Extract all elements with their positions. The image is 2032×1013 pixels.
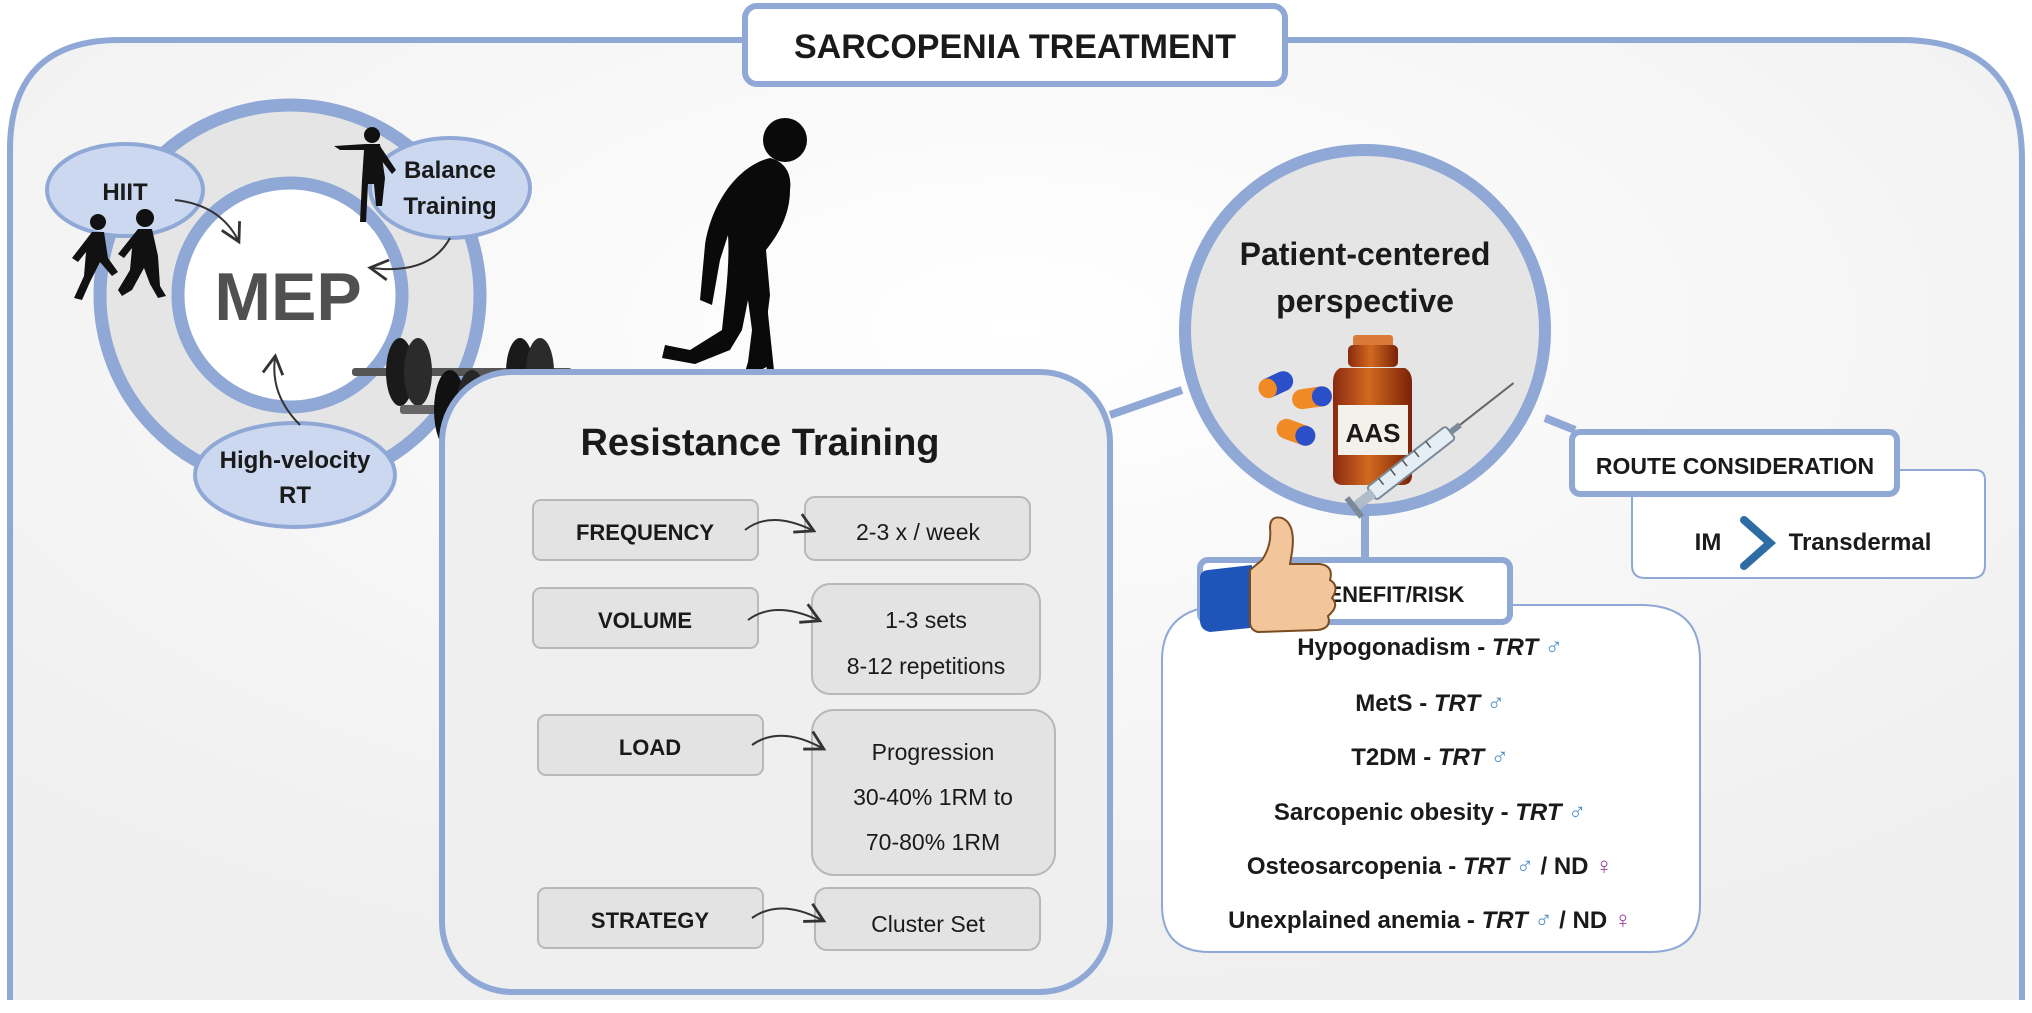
volume-label: VOLUME <box>598 608 692 633</box>
load-arrow <box>751 730 827 751</box>
vial-label: AAS <box>1346 418 1401 448</box>
resistance-training-panel: Resistance Training FREQUENCY 2-3 x / we… <box>439 369 1113 995</box>
balance-arrow <box>367 237 451 281</box>
load-box <box>537 714 764 776</box>
vial-icon: AAS <box>1333 335 1412 485</box>
load-label: LOAD <box>619 735 681 760</box>
balance-label-line1: Balance <box>404 157 496 184</box>
frequency-box <box>532 499 759 561</box>
volume-arrow <box>747 603 823 624</box>
strategy-value: Cluster Set <box>871 911 985 937</box>
route-to: Transdermal <box>1789 529 1932 556</box>
page-title: SARCOPENIA TREATMENT <box>794 28 1236 66</box>
frequency-label: FREQUENCY <box>576 520 714 545</box>
balance-bubble <box>368 136 532 240</box>
benefit-item: Osteosarcopenia - TRT ♂ / ND ♀ <box>1247 853 1613 880</box>
hiit-label: HIIT <box>102 179 148 206</box>
benefit-item: Unexplained anemia - TRT ♂ / ND ♀ <box>1228 907 1632 934</box>
frequency-arrow <box>744 513 817 534</box>
velocity-label-line2: RT <box>279 482 311 509</box>
resistance-title: Resistance Training <box>580 422 939 464</box>
benefit-item: MetS - TRT ♂ <box>1355 690 1505 717</box>
volume-value-line2: 8-12 repetitions <box>847 653 1006 679</box>
route-from: IM <box>1695 529 1722 556</box>
route-title-box <box>1569 429 1900 497</box>
connector-patient-route <box>1543 414 1577 434</box>
route-chevron-icon <box>1740 516 1777 570</box>
load-value-line3: 70-80% 1RM <box>866 829 1000 855</box>
load-value-line1: Progression <box>872 739 995 765</box>
hiit-bubble <box>45 142 205 238</box>
patient-title-line1: Patient-centered <box>1240 236 1491 272</box>
connector-rt-patient <box>1108 386 1184 419</box>
runners-icon <box>72 209 166 300</box>
load-value-line2: 30-40% 1RM to <box>853 784 1013 810</box>
volume-value-line1: 1-3 sets <box>885 607 967 633</box>
benefit-list: Hypogonadism - TRT ♂ MetS - TRT ♂ T2DM -… <box>1228 634 1632 934</box>
volume-value-box <box>811 583 1041 695</box>
patient-title-line2: perspective <box>1276 283 1454 319</box>
patient-centered-section: Patient-centered perspective AAS <box>1179 144 1551 519</box>
benefit-item: Hypogonadism - TRT ♂ <box>1297 634 1563 661</box>
syringe-icon <box>1344 382 1515 519</box>
strategy-box <box>537 887 764 949</box>
strategy-label: STRATEGY <box>591 908 709 933</box>
strategy-arrow <box>751 902 827 923</box>
route-consideration-section: ROUTE CONSIDERATION IM Transdermal <box>1569 429 1986 579</box>
title-box: SARCOPENIA TREATMENT <box>742 3 1288 87</box>
volume-box <box>532 587 759 649</box>
benefit-item: T2DM - TRT ♂ <box>1351 744 1509 771</box>
benefit-panel <box>1161 604 1701 953</box>
velocity-bubble <box>193 421 397 529</box>
mep-center-label: MEP <box>214 259 361 335</box>
benefit-item: Sarcopenic obesity - TRT ♂ <box>1274 799 1586 826</box>
elderly-person-icon <box>662 118 807 378</box>
benefit-title: BENEFIT/RISK <box>1312 582 1465 607</box>
benefit-risk-section: BENEFIT/RISK Hypogonadism - TRT ♂ MetS -… <box>1161 516 1701 953</box>
route-title: ROUTE CONSIDERATION <box>1596 453 1874 479</box>
load-value-box <box>811 709 1056 876</box>
velocity-label-line1: High-velocity <box>220 447 371 474</box>
hiit-arrow <box>174 199 241 245</box>
frequency-value: 2-3 x / week <box>856 519 980 545</box>
patient-circle <box>1179 144 1551 516</box>
balance-figure-icon <box>334 127 396 222</box>
balance-label-line2: Training <box>403 193 496 220</box>
mep-section: MEP HIIT Balance Training High-velocity … <box>45 98 532 529</box>
pills-icon <box>1258 371 1332 446</box>
velocity-arrow <box>261 353 301 426</box>
thumbs-up-icon <box>1200 516 1337 634</box>
